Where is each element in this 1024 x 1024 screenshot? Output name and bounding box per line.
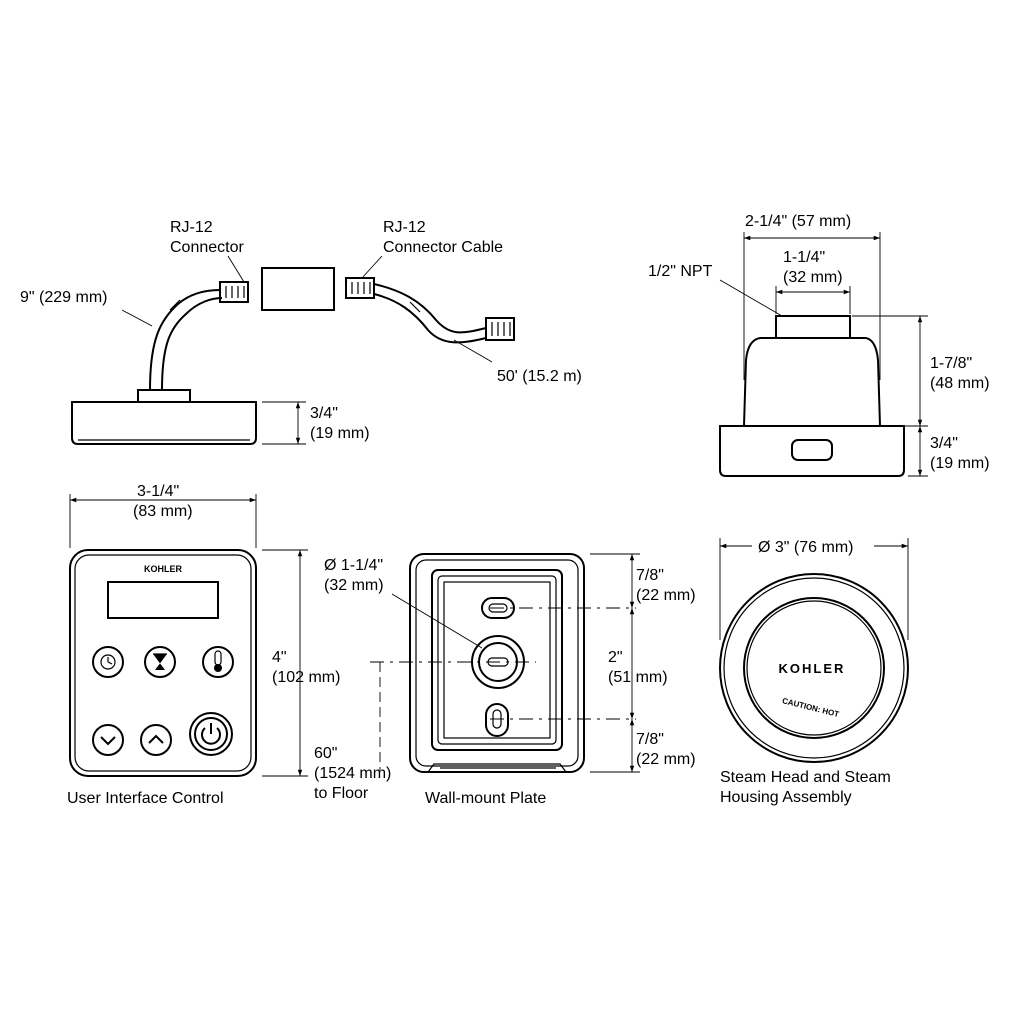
left-connector-label: RJ-12 Connector: [170, 219, 244, 256]
rj12-plug-right: [345, 277, 375, 299]
rj12-plug-left: [219, 281, 249, 303]
plate-outer: [409, 553, 585, 773]
steam-head-diameter: Ø 3" (76 mm): [758, 539, 853, 556]
rj12-connector-block: [261, 267, 335, 311]
plate-caption: Wall-mount Plate: [425, 790, 546, 807]
power-icon: [189, 712, 233, 756]
control-brand: KOHLER: [144, 564, 183, 574]
cable-assembly: [71, 255, 515, 445]
steam-head-brand: KOHLER: [779, 661, 846, 676]
control-display: [107, 581, 219, 619]
long-cable-length: 50' (15.2 m): [497, 368, 582, 385]
right-connector-label: RJ-12 Connector Cable: [383, 219, 503, 256]
control-outer-bezel: [69, 549, 257, 777]
dome-height: 1-7/8" (48 mm): [930, 355, 990, 392]
thermometer-icon: [202, 646, 234, 678]
thread-width: 1-1/4" (32 mm): [783, 249, 843, 286]
top-spacing: 7/8" (22 mm): [636, 567, 696, 604]
hourglass-icon: [144, 646, 176, 678]
down-arrow-icon: [92, 724, 124, 756]
steam-head-outer-ring: [719, 573, 909, 763]
bottom-mounting-slot: [485, 703, 509, 737]
bottom-spacing: 7/8" (22 mm): [636, 731, 696, 768]
caution-hot-label: CAUTION: HOT: [781, 696, 840, 719]
cable-grommet: [137, 389, 191, 403]
hole-diameter: Ø 1-1/4" (32 mm): [324, 557, 388, 594]
short-cable: [149, 289, 221, 391]
steam-head-face: [743, 597, 885, 739]
rj12-plug-cable-end: [485, 317, 515, 341]
steam-dome: [742, 337, 882, 427]
steam-head-caption: Steam Head and Steam Housing Assembly: [720, 769, 895, 806]
control-height: 4" (102 mm): [272, 649, 340, 686]
middle-spacing: 2" (51 mm): [608, 649, 668, 686]
plate-recess: [431, 569, 563, 751]
steam-head-side-view: [719, 232, 928, 477]
up-arrow-icon: [140, 724, 172, 756]
floor-height: 60" (1524 mm) to Floor: [314, 745, 396, 802]
top-mounting-slot: [481, 597, 515, 619]
thread-label: 1/2" NPT: [648, 263, 713, 280]
control-inner-bezel: [74, 554, 252, 772]
clock-icon: [92, 646, 124, 678]
control-caption: User Interface Control: [67, 790, 224, 807]
control-base-side: [71, 401, 257, 445]
ui-control-front: [69, 494, 308, 777]
cable-base-height: 3/4" (19 mm): [310, 405, 370, 442]
steam-outlet-slot: [791, 439, 833, 461]
steam-base: [719, 425, 905, 477]
steam-overall-width: 2-1/4" (57 mm): [745, 213, 851, 230]
short-cable-length: 9" (229 mm): [20, 289, 107, 306]
steam-base-height: 3/4" (19 mm): [930, 435, 990, 472]
control-width: 3-1/4" (83 mm): [133, 483, 193, 520]
steam-head-front: [719, 538, 909, 763]
thread-stub: [775, 315, 851, 339]
long-cable: [373, 283, 487, 334]
wall-plate: [370, 553, 640, 773]
